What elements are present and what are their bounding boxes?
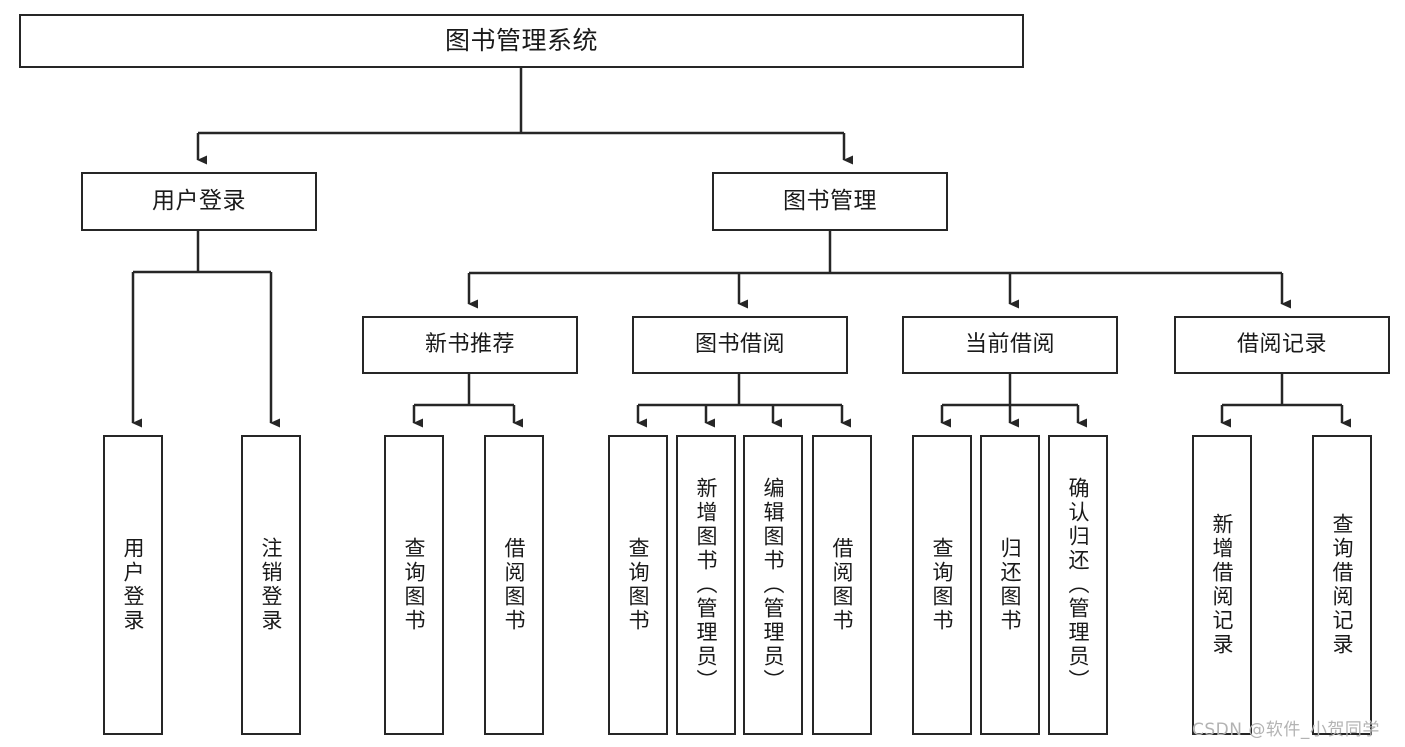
leaf-query-borrow-record-label: 查询借阅记录 bbox=[1330, 513, 1355, 657]
node-current-borrow[interactable]: 当前借阅 bbox=[902, 316, 1118, 374]
leaf-query-book-nb[interactable]: 查询图书 bbox=[384, 435, 444, 735]
node-user-login[interactable]: 用户登录 bbox=[81, 172, 317, 231]
node-book-borrow[interactable]: 图书借阅 bbox=[632, 316, 848, 374]
leaf-add-book-admin-label: 新增图书（管理员） bbox=[694, 477, 719, 693]
node-borrow-record-label: 借阅记录 bbox=[1236, 332, 1327, 358]
leaf-query-book-nb-label: 查询图书 bbox=[402, 537, 427, 633]
node-book-manage[interactable]: 图书管理 bbox=[712, 172, 948, 231]
leaf-edit-book-admin-label: 编辑图书（管理员） bbox=[761, 477, 786, 693]
leaf-user-login-label: 用户登录 bbox=[121, 537, 146, 633]
leaf-user-login[interactable]: 用户登录 bbox=[103, 435, 163, 735]
leaf-confirm-return-admin[interactable]: 确认归还（管理员） bbox=[1048, 435, 1108, 735]
node-root-system-label: 图书管理系统 bbox=[444, 26, 598, 56]
node-book-manage-label: 图书管理 bbox=[783, 187, 877, 214]
node-new-book-recommend-label: 新书推荐 bbox=[424, 332, 515, 358]
leaf-borrow-book-nb[interactable]: 借阅图书 bbox=[484, 435, 544, 735]
leaf-query-book-cb[interactable]: 查询图书 bbox=[912, 435, 972, 735]
leaf-query-book-bb-label: 查询图书 bbox=[626, 537, 651, 633]
leaf-return-book[interactable]: 归还图书 bbox=[980, 435, 1040, 735]
leaf-borrow-book-bb-label: 借阅图书 bbox=[830, 537, 855, 633]
node-current-borrow-label: 当前借阅 bbox=[964, 332, 1055, 358]
node-root-system[interactable]: 图书管理系统 bbox=[19, 14, 1024, 68]
node-user-login-label: 用户登录 bbox=[152, 187, 246, 214]
leaf-return-book-label: 归还图书 bbox=[998, 537, 1023, 633]
leaf-query-book-cb-label: 查询图书 bbox=[930, 537, 955, 633]
leaf-confirm-return-admin-label: 确认归还（管理员） bbox=[1066, 477, 1091, 693]
node-new-book-recommend[interactable]: 新书推荐 bbox=[362, 316, 578, 374]
leaf-borrow-book-bb[interactable]: 借阅图书 bbox=[812, 435, 872, 735]
leaf-logout[interactable]: 注销登录 bbox=[241, 435, 301, 735]
node-book-borrow-label: 图书借阅 bbox=[694, 332, 785, 358]
leaf-add-borrow-record-label: 新增借阅记录 bbox=[1210, 513, 1235, 657]
leaf-add-book-admin[interactable]: 新增图书（管理员） bbox=[676, 435, 736, 735]
leaf-add-borrow-record[interactable]: 新增借阅记录 bbox=[1192, 435, 1252, 735]
leaf-query-book-bb[interactable]: 查询图书 bbox=[608, 435, 668, 735]
leaf-borrow-book-nb-label: 借阅图书 bbox=[502, 537, 527, 633]
csdn-watermark: CSDN @软件_小贺同学 bbox=[1192, 720, 1380, 740]
leaf-logout-label: 注销登录 bbox=[259, 537, 284, 633]
leaf-query-borrow-record[interactable]: 查询借阅记录 bbox=[1312, 435, 1372, 735]
leaf-edit-book-admin[interactable]: 编辑图书（管理员） bbox=[743, 435, 803, 735]
node-borrow-record[interactable]: 借阅记录 bbox=[1174, 316, 1390, 374]
